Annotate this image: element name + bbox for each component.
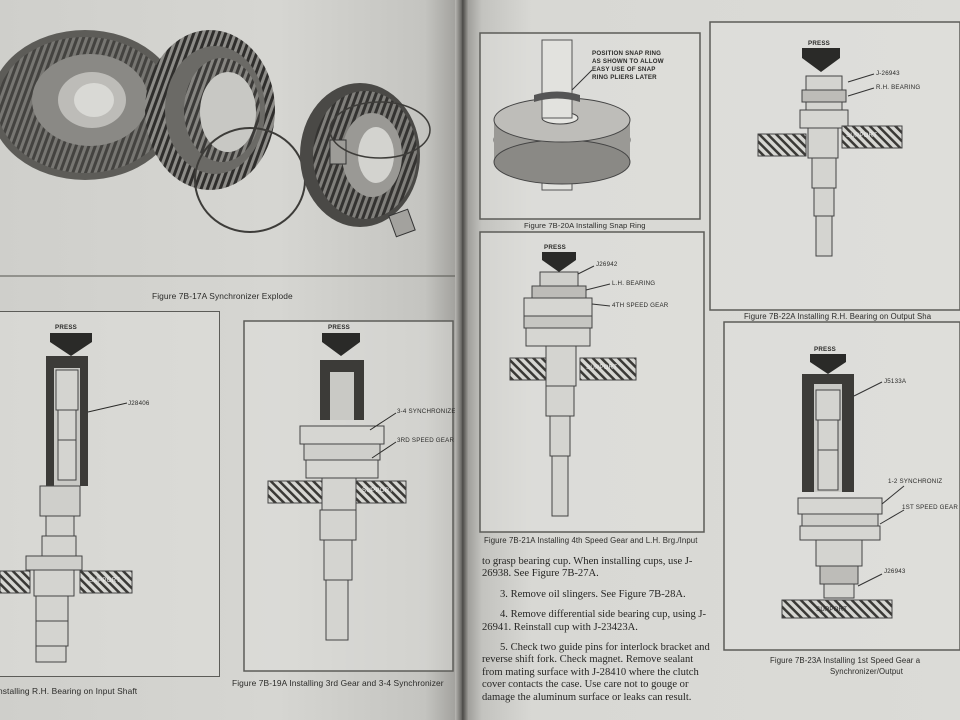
figure-caption: Figure 7B-17A Synchronizer Explode [152,291,293,301]
note-line: AS SHOWN TO ALLOW [592,58,664,65]
bearing-label: R.H. BEARING [876,84,921,91]
figure-caption: nstalling R.H. Bearing on Input Shaft [0,686,138,696]
press-label: PRESS [814,346,836,353]
paragraph: 5. Check two guide pins for interlock br… [482,642,710,703]
gear-label: 4TH SPEED GEAR [612,302,669,309]
left-page: Figure 7B-17A Synchronizer Explode [0,0,462,720]
support-label: SUPPORT [816,606,848,613]
note-line: EASY USE OF SNAP [592,66,656,73]
note-line: POSITION SNAP RING [592,50,662,57]
tool-label: J26942 [596,261,618,268]
tool-label: J28406 [128,400,150,407]
support-label: SUPPORT [586,364,618,371]
bearing-label: L.H. BEARING [612,280,656,287]
snap-ring-note: POSITION SNAP RING AS SHOWN TO ALLOW EAS… [592,50,664,82]
paragraph: 3. Remove oil slingers. See Figure 7B-28… [500,588,686,600]
figure-caption: Figure 7B-20A Installing Snap Ring [524,221,646,230]
paragraph: 4. Remove differential side bearing cup,… [482,609,707,633]
synchronizer-label: 3-4 SYNCHRONIZER [397,408,461,415]
support-label: SUPPORT [362,487,394,494]
procedure-text: to grasp bearing cup. When installing cu… [482,556,712,712]
tool-label: J-26943 [876,70,900,77]
right-page-diagrams [479,21,960,651]
figure-caption: Figure 7B-19A Installing 3rd Gear and 3-… [232,678,444,688]
note-line: RING PLIERS LATER [592,74,657,81]
figure-caption: Figure 7B-21A Installing 4th Speed Gear … [484,536,698,545]
press-label: PRESS [55,324,77,331]
tool-label: J26943 [884,568,906,575]
input-shaft-diagram [0,320,454,672]
press-label: PRESS [328,324,350,331]
figure-caption: Figure 7B-22A Installing R.H. Bearing on… [744,312,932,321]
synchronizer-label: 1-2 SYNCHRONIZ [888,478,943,485]
press-label: PRESS [808,40,830,47]
right-page: POSITION SNAP RING AS SHOWN TO ALLOW EAS… [462,0,960,720]
tool-label: J5133A [884,378,907,385]
book-spine [455,0,469,720]
support-label: SUPPORT [89,577,121,584]
press-label: PRESS [544,244,566,251]
synchronizer-explode-photo [0,30,462,277]
figure-caption: Figure 7B-23A Installing 1st Speed Gear … [770,656,921,665]
gear-label: 1ST SPEED GEAR [902,504,958,511]
figure-caption: Synchronizer/Output [830,667,903,676]
support-label: SUPPORT [846,132,878,139]
paragraph: to grasp bearing cup. When installing cu… [482,556,693,580]
gear-label: 3RD SPEED GEAR [397,437,455,444]
